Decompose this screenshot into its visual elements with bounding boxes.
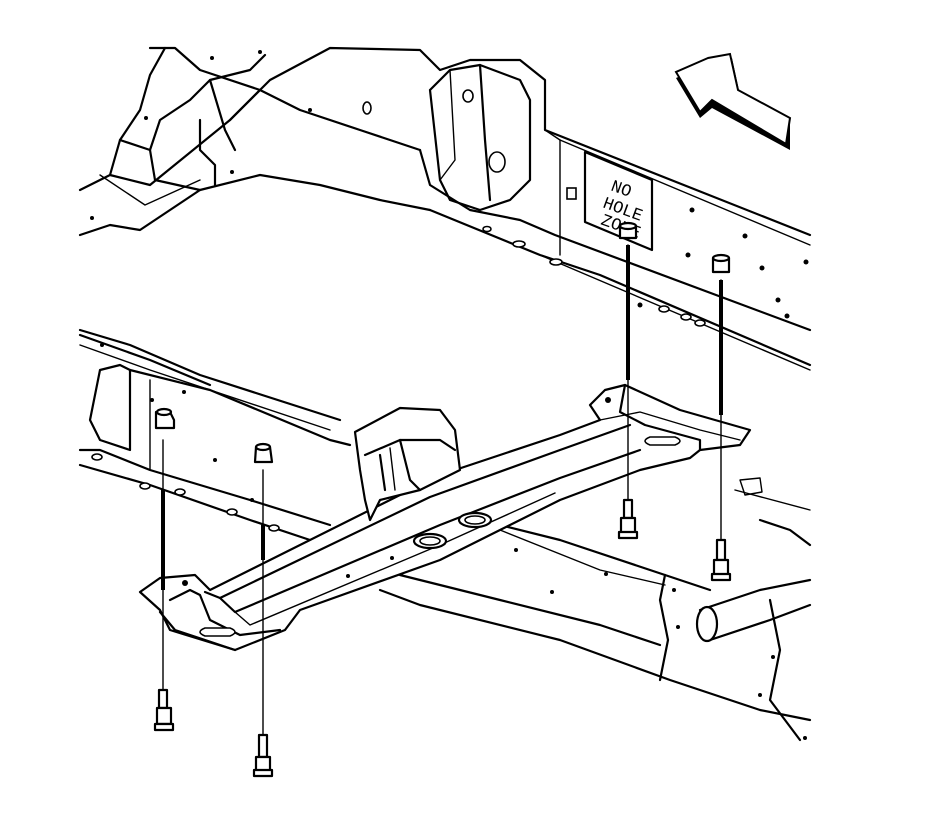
bolt-right-front (617, 498, 639, 540)
transmission-crossmember (138, 383, 752, 652)
nut-right-rear (711, 253, 731, 274)
bolt-right-rear (710, 538, 732, 582)
fastener-axis-lines (161, 244, 723, 736)
front-direction-arrow (674, 52, 792, 150)
nut-left-rear (253, 442, 274, 464)
bolt-left-rear (252, 733, 274, 778)
lower-frame-rail (78, 328, 812, 742)
nut-no-hole-zone (618, 221, 638, 240)
bolt-left-front (153, 688, 175, 732)
nut-left-front (154, 407, 176, 430)
upper-frame-rail: NO HOLE ZONE (78, 46, 812, 371)
